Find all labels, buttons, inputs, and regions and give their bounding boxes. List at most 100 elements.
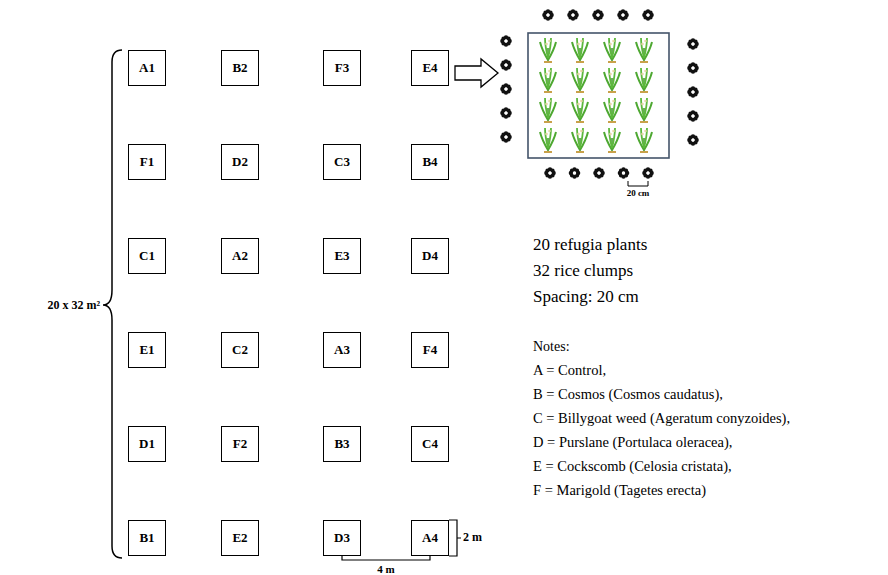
refugia-flower — [500, 131, 512, 143]
plot-label: E4 — [422, 60, 437, 76]
area-dimension: 20 x 32 m² — [47, 299, 100, 312]
refugia-flower — [542, 9, 554, 21]
note-line: B = Cosmos (Cosmos caudatus), — [533, 387, 723, 403]
refugia-flower — [500, 107, 512, 119]
refugia-flower — [687, 62, 699, 74]
plot-box: A1 — [128, 50, 166, 86]
plot-label: A1 — [139, 60, 155, 76]
plot-label: A3 — [334, 342, 350, 358]
refugia-flower — [500, 83, 512, 95]
plot-outline — [528, 33, 669, 158]
plot-box: C1 — [128, 238, 166, 274]
dimension-bracket — [449, 520, 461, 556]
dimension-label: 2 m — [463, 531, 482, 544]
plot-label: C1 — [139, 248, 155, 264]
rice-clumps — [540, 38, 652, 152]
rice-clump — [604, 98, 620, 122]
plot-label: D2 — [232, 154, 248, 170]
plot-box: F1 — [128, 144, 166, 180]
refugia-flower — [687, 86, 699, 98]
refugia-flower — [593, 167, 605, 179]
info-text: 32 rice clumps — [533, 262, 633, 281]
refugia-flower — [544, 167, 556, 179]
refugia-flower — [642, 9, 654, 21]
rice-clump — [540, 128, 556, 152]
refugia-flower — [592, 9, 604, 21]
plot-box: A2 — [221, 238, 259, 274]
block-arrow — [455, 59, 498, 87]
info-text: 20 refugia plants — [533, 236, 647, 255]
refugia-flower — [500, 59, 512, 71]
plot-label: F4 — [423, 342, 437, 358]
plot-box: C4 — [411, 426, 449, 462]
note-line: A = Control, — [533, 363, 606, 379]
rice-clump — [604, 38, 620, 62]
plot-box: F3 — [323, 50, 361, 86]
plot-label: D4 — [422, 248, 438, 264]
refugia-flowers — [500, 9, 699, 179]
plot-box: D1 — [128, 426, 166, 462]
plot-label: A4 — [422, 530, 438, 546]
plot-box: D3 — [323, 520, 361, 556]
rice-clump — [572, 98, 588, 122]
rice-clump — [636, 68, 652, 92]
notes-heading: Notes: — [533, 339, 570, 354]
note-line: D = Purslane (Portulaca oleracea), — [533, 435, 732, 451]
info-text: Spacing: 20 cm — [533, 288, 639, 307]
plot-label: E1 — [139, 342, 154, 358]
plot-box: F2 — [221, 426, 259, 462]
plot-label: B3 — [334, 436, 349, 452]
plot-box: B3 — [323, 426, 361, 462]
plot-label: F1 — [140, 154, 154, 170]
plot-box: C3 — [323, 144, 361, 180]
rice-clump — [636, 38, 652, 62]
curly-brace — [103, 50, 122, 558]
plot-label: F3 — [335, 60, 349, 76]
plot-label: C4 — [422, 436, 438, 452]
rice-clump — [636, 128, 652, 152]
refugia-flower — [569, 167, 581, 179]
plot-box: E2 — [221, 520, 259, 556]
rice-clump — [636, 98, 652, 122]
plot-label: A2 — [232, 248, 248, 264]
refugia-flower — [567, 9, 579, 21]
refugia-flower — [687, 38, 699, 50]
plot-label: B4 — [422, 154, 437, 170]
rice-clump — [540, 98, 556, 122]
plot-box: E4 — [411, 50, 449, 86]
plot-label: C3 — [334, 154, 350, 170]
plot-label: B2 — [232, 60, 247, 76]
plot-box: C2 — [221, 332, 259, 368]
plot-label: F2 — [233, 436, 247, 452]
plot-label: E3 — [334, 248, 349, 264]
dimension-bracket — [628, 181, 648, 186]
note-line: F = Marigold (Tagetes erecta) — [533, 483, 706, 499]
plot-label: B1 — [139, 530, 154, 546]
rice-clump — [540, 38, 556, 62]
plot-box: D4 — [411, 238, 449, 274]
rice-clump — [572, 128, 588, 152]
plot-box: D2 — [221, 144, 259, 180]
plot-box: E1 — [128, 332, 166, 368]
plot-box: A3 — [323, 332, 361, 368]
plot-label: C2 — [232, 342, 248, 358]
plot-label: D1 — [139, 436, 155, 452]
refugia-flower — [618, 167, 630, 179]
plot-box: B1 — [128, 520, 166, 556]
refugia-flower — [687, 134, 699, 146]
refugia-flower — [642, 167, 654, 179]
plot-box: E3 — [323, 238, 361, 274]
plot-label: E2 — [232, 530, 247, 546]
rice-clump — [572, 68, 588, 92]
plot-box: F4 — [411, 332, 449, 368]
rice-clump — [572, 38, 588, 62]
plot-label: D3 — [334, 530, 350, 546]
rice-clump — [540, 68, 556, 92]
rice-clump — [604, 68, 620, 92]
note-line: C = Billygoat weed (Ageratum conyzoides)… — [533, 411, 790, 427]
refugia-flower — [617, 9, 629, 21]
plot-box: B4 — [411, 144, 449, 180]
dimension-label: 4 m — [377, 563, 394, 575]
